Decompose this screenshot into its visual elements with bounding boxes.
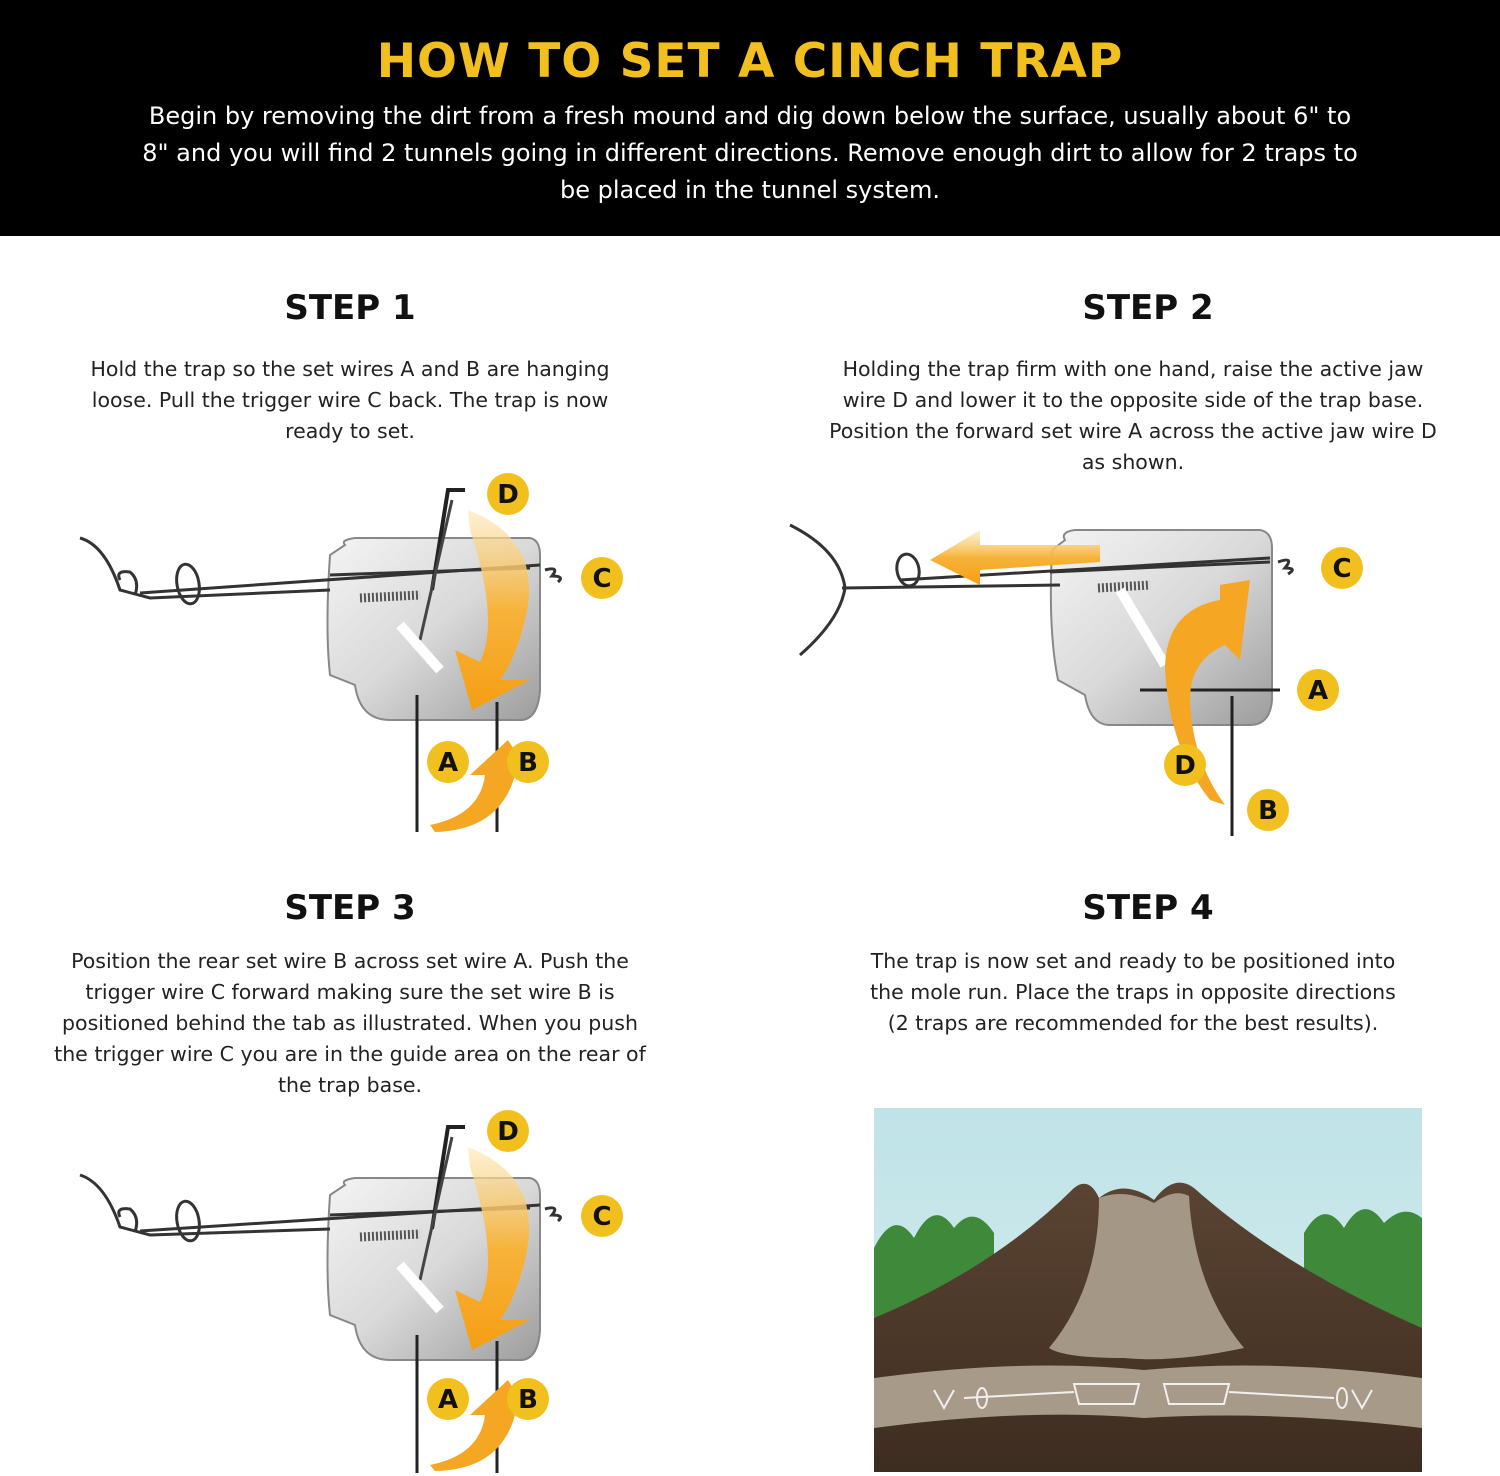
badge-c: C — [1321, 547, 1363, 589]
svg-text:B: B — [1258, 796, 1278, 826]
jaw-wire-d — [430, 488, 465, 591]
rotate-arrow-d — [455, 1147, 530, 1350]
trap-right — [1162, 1383, 1373, 1411]
rotate-arrow-d — [455, 510, 530, 710]
svg-text:D: D — [497, 480, 519, 510]
step-1-trap-diagram: D C A B — [79, 473, 623, 832]
page-title: HOW TO SET A CINCH TRAP — [376, 34, 1124, 89]
svg-text:C: C — [592, 1202, 611, 1232]
svg-text:C: C — [1332, 554, 1351, 584]
badge-c: C — [581, 1195, 623, 1237]
mole-run-illustration — [874, 1108, 1422, 1472]
svg-text:D: D — [1174, 751, 1196, 781]
jaw-wire-d — [430, 1125, 465, 1230]
step-4-title: STEP 4 — [1082, 888, 1214, 928]
lift-arrow-ab — [430, 1380, 530, 1471]
header-banner: HOW TO SET A CINCH TRAP Begin by removin… — [0, 0, 1500, 236]
pull-arrow — [930, 530, 1100, 585]
lift-arrow-ab — [430, 740, 530, 832]
trap-left — [933, 1383, 1141, 1411]
svg-text:A: A — [1308, 676, 1328, 706]
svg-text:D: D — [497, 1117, 519, 1147]
badge-b: B — [1247, 789, 1289, 831]
trap-body — [1049, 529, 1273, 726]
step-2-trap-diagram: C A D B — [789, 523, 1363, 836]
svg-text:C: C — [592, 564, 611, 594]
step-4-text: The trap is now set and ready to be posi… — [870, 949, 1396, 1035]
badge-d: D — [487, 1110, 529, 1152]
svg-text:B: B — [518, 748, 538, 778]
badge-a: A — [427, 741, 469, 783]
set-wire-rods — [789, 523, 1271, 657]
step-2-title: STEP 2 — [1082, 288, 1214, 328]
badge-a: A — [1297, 669, 1339, 711]
badge-d: D — [1164, 744, 1206, 786]
svg-text:B: B — [518, 1385, 538, 1415]
badge-b: B — [507, 741, 549, 783]
svg-text:A: A — [438, 748, 458, 778]
badge-b: B — [507, 1378, 549, 1420]
step-1-title: STEP 1 — [284, 288, 416, 328]
intro-text: Begin by removing the dirt from a fresh … — [142, 102, 1358, 204]
mole-tunnel — [874, 1365, 1422, 1428]
step-2-text: Holding the trap firm with one hand, rai… — [829, 357, 1437, 474]
badge-a: A — [427, 1378, 469, 1420]
badge-d: D — [487, 473, 529, 515]
svg-text:A: A — [438, 1385, 458, 1415]
badge-c: C — [581, 557, 623, 599]
step-1-text: Hold the trap so the set wires A and B a… — [90, 357, 610, 443]
step-3-trap-diagram: D C A B — [79, 1110, 623, 1473]
step-3-title: STEP 3 — [284, 888, 416, 928]
dug-hole — [1049, 1193, 1244, 1360]
step-3-text: Position the rear set wire B across set … — [54, 949, 646, 1097]
